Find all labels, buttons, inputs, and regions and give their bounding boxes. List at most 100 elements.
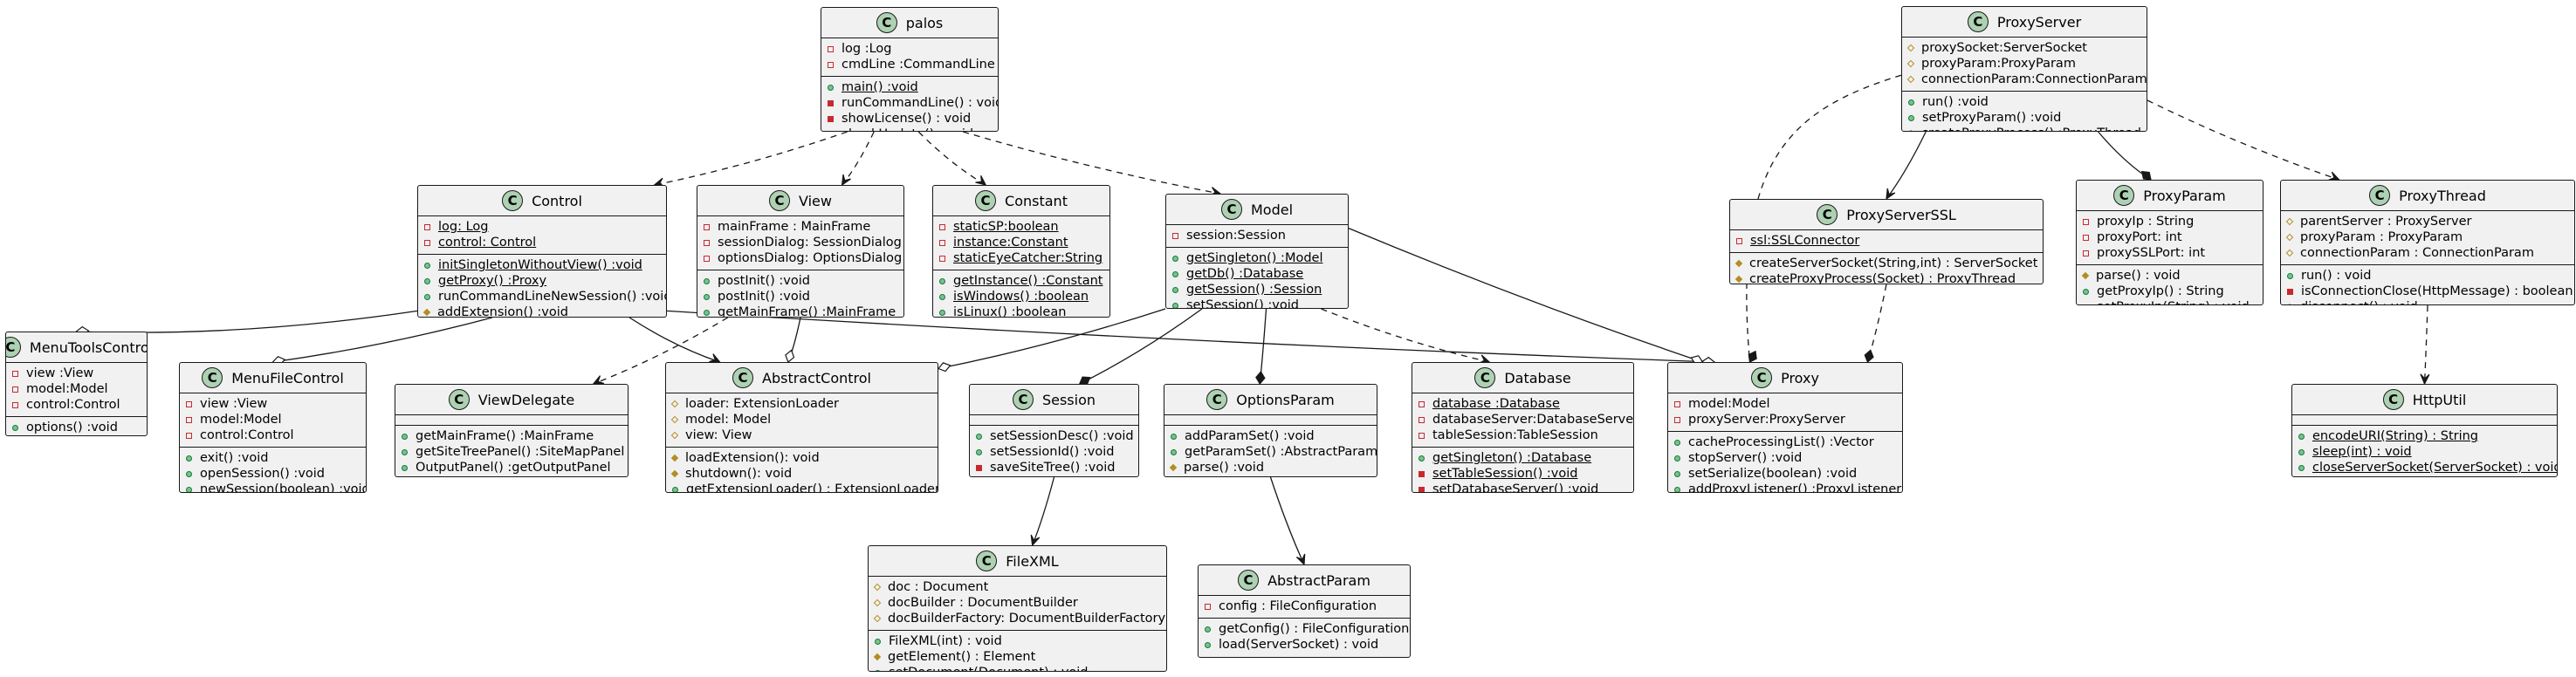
class-name: ProxyParam [2143, 187, 2226, 204]
public-visibility-icon [186, 470, 192, 477]
class-stereotype-icon: C [1012, 389, 1034, 410]
class-method: isConnectionClose(HttpMessage) : boolean [2281, 284, 2574, 299]
private-visibility-icon [1419, 470, 1425, 477]
public-visibility-icon [704, 293, 710, 300]
member-signature: run() : void [2301, 269, 2372, 283]
class-field: proxyParam : ProxyParam [2281, 229, 2574, 245]
member-signature: load(ServerSocket) : void [1219, 638, 1379, 652]
class-name: View [799, 192, 832, 209]
class-method: postInit() :void [697, 273, 903, 289]
member-signature: getProxy() :Proxy [438, 274, 547, 288]
member-signature: createProxyProcess(Socket) : ProxyThread [1749, 272, 2016, 284]
relation-dependency-head [2420, 373, 2430, 386]
class-stereotype-icon: C [2382, 389, 2404, 410]
public-visibility-icon [1172, 286, 1178, 293]
member-signature: ssl:SSLConnector [1750, 234, 1860, 248]
member-signature: getExtensionLoader() : ExtensionLoader [686, 482, 938, 493]
member-signature: showLicense() : void [841, 112, 972, 126]
class-method: getMainFrame() :MainFrame [697, 304, 903, 317]
class-method: getElement() : Element [869, 649, 1166, 665]
class-field: connectionParam : ConnectionParam [2281, 245, 2574, 261]
protected-visibility-icon [873, 653, 882, 661]
member-signature: connectionParam:ConnectionParam [1921, 72, 2147, 86]
private-visibility-icon [1419, 432, 1425, 439]
class-method: shutdown(): void [666, 466, 938, 482]
class-method: OutputPanel() :getOutputPanel [395, 460, 628, 475]
class-field: model:Model [1668, 396, 1902, 412]
private-visibility-icon [704, 223, 710, 230]
class-stereotype-icon: C [448, 389, 470, 410]
member-signature: addExtension() :void [437, 305, 568, 318]
public-visibility-icon [402, 464, 408, 471]
member-signature: options() :void [26, 421, 118, 434]
class-field: model: Model [666, 412, 938, 427]
member-signature: exit() :void [200, 451, 269, 465]
public-visibility-icon [2083, 288, 2089, 295]
class-name: MenuFileControl [231, 369, 344, 386]
class-field: doc : Document [869, 579, 1166, 595]
member-signature: proxyParam : ProxyParam [2300, 230, 2463, 244]
public-visibility-icon [2083, 304, 2089, 306]
member-signature: databaseServer:DatabaseServer [1432, 413, 1634, 427]
member-signature: setProxyIp(String) : void [2097, 300, 2250, 304]
public-visibility-icon [1205, 641, 1211, 648]
class-field: model:Model [6, 381, 147, 397]
class-method: isWindows() :boolean [933, 289, 1109, 304]
public-visibility-icon [2298, 433, 2305, 440]
class-stereotype-icon: C [1967, 11, 1989, 32]
public-visibility-icon [2298, 464, 2305, 471]
member-signature: runCommandLine() : void [841, 96, 999, 110]
class-stereotype-icon: C [1474, 367, 1496, 388]
class-stereotype-icon: C [976, 550, 998, 571]
class-method: getExtensionLoader() : ExtensionLoader [666, 482, 938, 493]
public-visibility-icon [939, 309, 945, 316]
protected-visibility-icon [670, 454, 679, 462]
protected-visibility-icon [2285, 233, 2294, 242]
relation-association-head [1886, 188, 1896, 201]
member-signature: parse() :void [1184, 461, 1265, 475]
protected-visibility-icon [670, 415, 679, 424]
public-visibility-icon [704, 277, 710, 284]
private-visibility-icon [1674, 416, 1680, 423]
class-field: staticSP:boolean [933, 219, 1109, 235]
member-signature: docBuilderFactory: DocumentBuilderFactor… [888, 612, 1166, 626]
class-method: addParamSet() :void [1164, 428, 1377, 444]
class-method: getSingleton() :Model [1166, 250, 1348, 266]
member-signature: session:Session [1186, 229, 1286, 243]
class-stereotype-icon: C [975, 190, 997, 211]
protected-visibility-icon [2285, 303, 2294, 304]
class-method: parse() : void [2077, 268, 2263, 284]
member-signature: getSession() :Session [1186, 283, 1322, 297]
member-signature: proxyParam:ProxyParam [1921, 57, 2076, 71]
class-field: proxyPort: int [2077, 229, 2263, 245]
relation-association-line [1269, 476, 1305, 565]
class-method: runCommandLine() : void [821, 95, 998, 111]
member-signature: config : FileConfiguration [1219, 599, 1377, 613]
protected-visibility-icon [1735, 259, 1743, 268]
class-stereotype-icon: C [1751, 367, 1773, 388]
member-signature: setTableSession() :void [1432, 467, 1578, 481]
public-visibility-icon [1205, 626, 1211, 633]
relation-aggregation-line [938, 308, 1166, 370]
public-visibility-icon [875, 638, 881, 645]
class-field: log :Log [821, 41, 998, 57]
member-signature: saveSiteTree() :void [990, 461, 1116, 475]
